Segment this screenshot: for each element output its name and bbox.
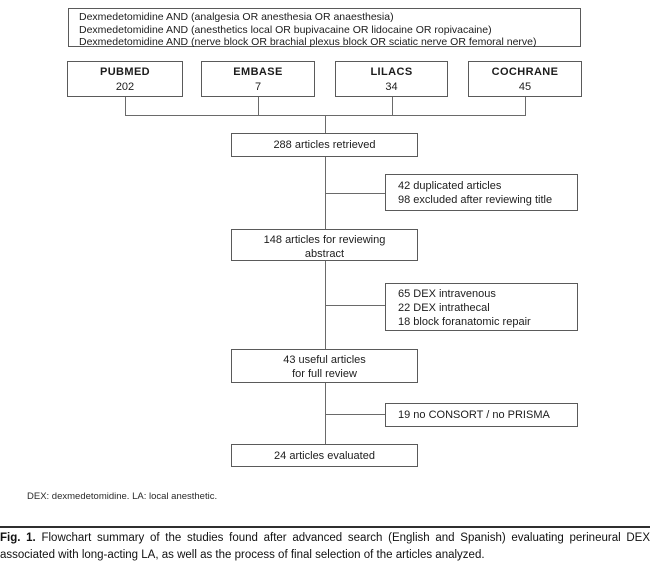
exclusion-box-consort-prisma: 19 no CONSORT / no PRISMA xyxy=(385,403,578,427)
connector-cochrane-stub xyxy=(525,97,526,115)
box-full-review: 43 useful articles for full review xyxy=(231,349,418,383)
database-count: 7 xyxy=(254,81,262,93)
database-name: EMBASE xyxy=(233,66,283,78)
database-name: LILACS xyxy=(370,66,413,78)
search-term-line: Dexmedetomidine AND (nerve block OR brac… xyxy=(79,36,537,48)
exclusion-box-dex-routes: 65 DEX intravenous 22 DEX intrathecal 18… xyxy=(385,283,578,331)
database-name: COCHRANE xyxy=(491,66,559,78)
database-count: 202 xyxy=(115,81,135,93)
database-box-embase: EMBASE 7 xyxy=(201,61,315,97)
database-name: PUBMED xyxy=(99,66,151,78)
exclusion-line: 98 excluded after reviewing title xyxy=(398,194,553,206)
figure-caption: Fig. 1. Flowchart summary of the studies… xyxy=(0,530,650,562)
database-box-lilacs: LILACS 34 xyxy=(335,61,448,97)
box-label-line: 148 articles for reviewing xyxy=(263,234,386,246)
abbreviations-footnote: DEX: dexmedetomidine. LA: local anesthet… xyxy=(27,491,218,502)
caption-divider xyxy=(0,526,650,528)
database-box-pubmed: PUBMED 202 xyxy=(67,61,183,97)
figure-caption-label: Fig. 1. xyxy=(0,532,36,544)
connector-pubmed-stub xyxy=(125,97,126,115)
connector-spine-1 xyxy=(325,115,326,133)
connector-lilacs-stub xyxy=(392,97,393,115)
box-label-line: for full review xyxy=(292,368,357,380)
search-term-line: Dexmedetomidine AND (anesthetics local O… xyxy=(79,23,492,36)
box-articles-evaluated: 24 articles evaluated xyxy=(231,444,418,467)
search-term-line: Dexmedetomidine AND (analgesia OR anesth… xyxy=(79,11,394,23)
exclusion-line: 65 DEX intravenous xyxy=(398,288,496,300)
connector-branch-consort xyxy=(325,414,385,415)
exclusion-line: 42 duplicated articles xyxy=(398,180,502,192)
database-count: 34 xyxy=(385,81,398,93)
exclusion-line: 18 block foranatomic repair xyxy=(398,316,531,328)
box-label: 24 articles evaluated xyxy=(274,449,375,462)
box-abstract-review: 148 articles for reviewing abstract xyxy=(231,229,418,261)
connector-spine-4 xyxy=(325,383,326,444)
database-count: 45 xyxy=(518,81,532,93)
box-label-line: abstract xyxy=(304,248,345,260)
box-articles-retrieved: 288 articles retrieved xyxy=(231,133,418,157)
figure-caption-text: Flowchart summary of the studies found a… xyxy=(0,532,650,561)
exclusion-box-duplicates: 42 duplicated articles 98 excluded after… xyxy=(385,174,578,211)
exclusion-line: 19 no CONSORT / no PRISMA xyxy=(398,409,550,421)
box-label-line: 43 useful articles xyxy=(283,354,366,366)
connector-branch-dex xyxy=(325,305,385,306)
connector-embase-stub xyxy=(258,97,259,115)
database-box-cochrane: COCHRANE 45 xyxy=(468,61,582,97)
exclusion-line: 22 DEX intrathecal xyxy=(398,302,490,314)
box-label: 288 articles retrieved xyxy=(273,139,376,151)
search-terms-box: Dexmedetomidine AND (analgesia OR anesth… xyxy=(68,8,581,48)
connector-branch-duplicates xyxy=(325,193,385,194)
